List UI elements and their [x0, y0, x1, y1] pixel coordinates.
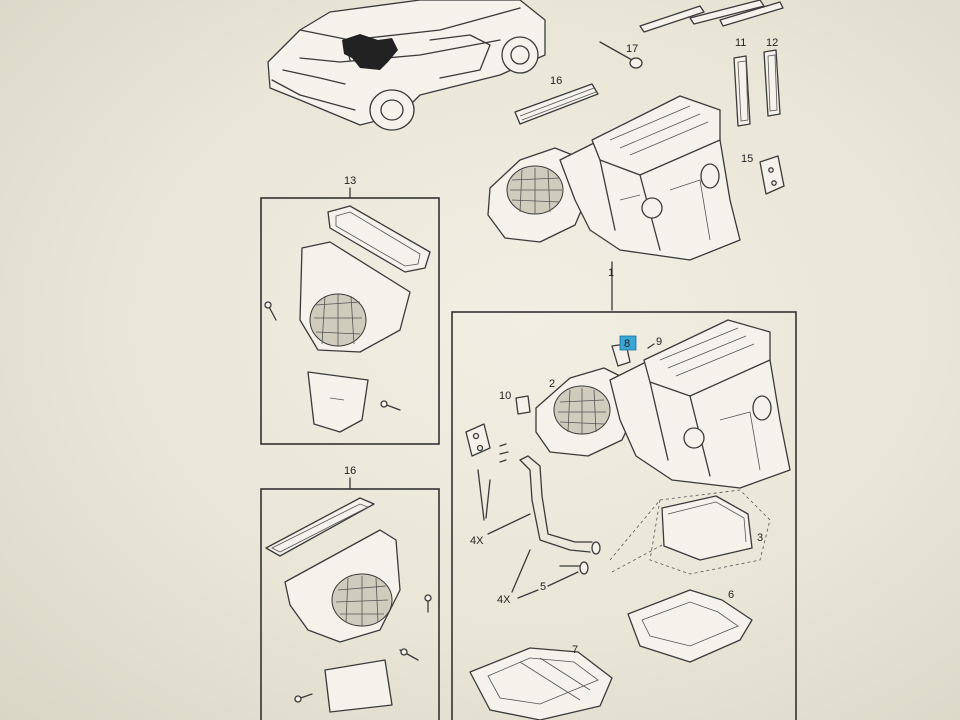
car-engine-bay-highlight [342, 34, 398, 70]
label-2: 2 [549, 378, 555, 390]
label-9: 9 [656, 336, 662, 348]
frame-main-exploded [451, 311, 797, 720]
part-17-screw [599, 41, 643, 69]
label-16-bottom: 16 [344, 465, 356, 477]
part-10-clip [515, 395, 531, 415]
part-6-tray [627, 589, 753, 663]
part-13-blower-assembly [264, 205, 431, 433]
label-11: 11 [735, 37, 746, 49]
label-7: 7 [572, 644, 578, 656]
part-16-grille [514, 83, 599, 125]
label-17: 17 [626, 43, 638, 55]
label-12: 12 [766, 37, 778, 49]
part-9-pin [647, 343, 655, 349]
label-8: 8 [624, 338, 630, 350]
label-3: 3 [757, 532, 763, 544]
label-10: 10 [499, 390, 511, 402]
label-6: 6 [728, 589, 734, 601]
part-strip-set [639, 0, 784, 33]
part-12-duct [763, 49, 781, 117]
label-13: 13 [344, 175, 356, 187]
part-gasket [465, 423, 491, 457]
part-1-heater-housing-top [487, 95, 741, 261]
label-16-top: 16 [550, 75, 562, 87]
part-3-evaporator [649, 489, 771, 575]
label-4x-b: 4X [497, 594, 511, 606]
part-11-duct [733, 55, 751, 127]
label-4x-a: 4X [470, 535, 484, 547]
label-15: 15 [741, 153, 753, 165]
part-16-blower-assembly [265, 497, 432, 713]
part-pipes [519, 455, 601, 575]
label-1: 1 [608, 267, 614, 279]
car-illustration [267, 0, 546, 131]
part-7-tray [469, 647, 613, 720]
label-8-highlight-box [619, 335, 637, 351]
part-small-clips [499, 443, 509, 463]
part-15-bracket [759, 155, 785, 195]
label-5: 5 [540, 581, 546, 593]
part-2-heater-housing [535, 319, 791, 489]
